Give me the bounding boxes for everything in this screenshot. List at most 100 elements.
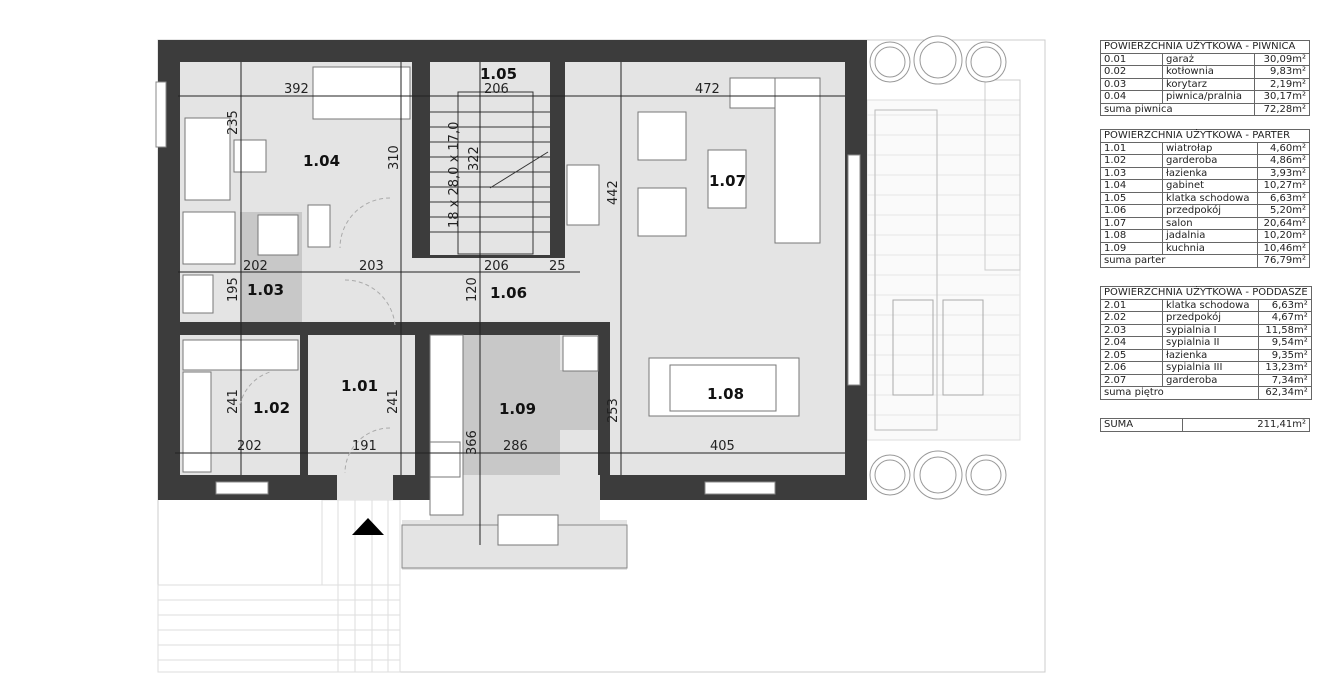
room-area: 4,67m² [1258,311,1312,325]
sum-value: 76,79m² [1257,254,1310,268]
sun-loungers [892,299,984,396]
room-area: 9,54m² [1258,336,1312,350]
sum-label: suma parter [1099,254,1259,268]
room-area: 9,35m² [1258,348,1312,362]
room-area: 10,20m² [1257,229,1310,243]
dim-label: 392 [284,82,309,97]
table-row: 1.07 salon 20,64m² [1100,216,1310,230]
room-number: 2.02 [1100,311,1163,325]
staircase [430,91,550,255]
dim-label: 18 x 28,0 x 17,0 [447,122,462,228]
table-row: 0.01 garaż 30,09m² [1100,52,1310,66]
room-number: 1.09 [1100,241,1163,255]
dim-label: 206 [484,82,509,97]
dim-label: 310 [387,145,402,170]
room-area: 20,64m² [1257,216,1310,230]
room-name: sypialnia III [1161,361,1260,375]
room-number: 1.08 [1100,229,1163,243]
room-number: 0.01 [1100,52,1163,66]
dim-label: 206 [484,259,509,274]
dim-label: 202 [237,439,262,454]
room-name: wiatrołap [1161,141,1259,155]
dim-label: 235 [226,110,241,135]
wall-1.02-1.01 [300,335,308,475]
area-table-basement: POWIERZCHNIA UŻYTKOWA - PIWNICA 0.01 gar… [1099,40,1310,116]
table-row: 2.03 sypialnia I 11,58m² [1100,323,1312,337]
room-number: 2.03 [1100,323,1163,337]
dim-label: 203 [359,259,384,274]
table-row: 0.04 piwnica/pralnia 30,17m² [1100,90,1310,104]
room-area: 13,23m² [1258,361,1312,375]
table-row: 0.02 kotłownia 9,83m² [1100,65,1310,79]
sum-value: 72,28m² [1254,102,1310,116]
room-name: kotłownia [1161,65,1256,79]
dim-label: 241 [226,389,241,414]
room-area: 11,58m² [1258,323,1312,337]
dim-label: 322 [467,146,482,171]
room-number: 2.04 [1100,336,1163,350]
room-name: jadalnia [1161,229,1259,243]
dim-label: 366 [465,430,480,455]
room-area: 3,93m² [1257,166,1310,180]
dimension-lines [175,62,845,545]
dim-label: 253 [606,398,621,423]
room-area: 10,27m² [1257,179,1310,193]
table-title: POWIERZCHNIA UŻYTKOWA - PODDASZE [1100,286,1312,300]
table-row: 2.06 sypialnia III 13,23m² [1100,361,1312,375]
room-label-1.09: 1.09 [499,400,536,418]
wall-1.05-1.07 [550,62,565,258]
room-name: sypialnia I [1161,323,1260,337]
dim-label: 202 [243,259,268,274]
table-row: 1.01 wiatrołap 4,60m² [1100,141,1310,155]
dim-label: 442 [606,180,621,205]
room-area: 6,63m² [1258,298,1312,312]
table-row: 1.03 łazienka 3,93m² [1100,166,1310,180]
room-number: 1.07 [1100,216,1163,230]
room-number: 1.02 [1100,154,1163,168]
room-label-1.08: 1.08 [707,385,744,403]
table-row: 1.05 klatka schodowa 6,63m² [1100,191,1310,205]
room-name: kuchnia [1161,241,1259,255]
room-name: klatka schodowa [1161,191,1259,205]
room-name: garaż [1161,52,1256,66]
furniture [182,66,821,546]
room-area: 4,86m² [1257,154,1310,168]
dim-label: 191 [352,439,377,454]
table-row: 2.02 przedpokój 4,67m² [1100,311,1312,325]
room-number: 1.01 [1100,141,1163,155]
table-row: 1.08 jadalnia 10,20m² [1100,229,1310,243]
area-table-attic: POWIERZCHNIA UŻYTKOWA - PODDASZE 2.01 kl… [1099,286,1312,400]
dim-label: 241 [386,389,401,414]
room-name: łazienka [1161,166,1259,180]
area-table-ground-floor: POWIERZCHNIA UŻYTKOWA - PARTER 1.01 wiat… [1099,129,1310,268]
room-name: łazienka [1161,348,1260,362]
dim-label: 472 [695,82,720,97]
room-name: przedpokój [1161,311,1260,325]
total-label: SUMA [1099,418,1184,432]
kitchen-floor [463,335,600,515]
room-label-1.01: 1.01 [341,377,378,395]
room-area: 5,20m² [1257,204,1310,218]
room-area: 9,83m² [1254,65,1310,79]
entry-door-opening [337,475,393,500]
table-row: 2.05 łazienka 9,35m² [1100,348,1312,362]
room-number: 1.05 [1100,191,1163,205]
room-number: 1.06 [1100,204,1163,218]
table-row: 1.02 garderoba 4,86m² [1100,154,1310,168]
room-label-1.06: 1.06 [490,284,527,302]
wall-1.04-1.05 [412,62,430,258]
room-number: 2.06 [1100,361,1163,375]
table-row: 1.09 kuchnia 10,46m² [1100,241,1310,255]
room-number: 2.01 [1100,298,1163,312]
room-area: 30,17m² [1254,90,1310,104]
room-area: 30,09m² [1254,52,1310,66]
dim-label: 195 [226,277,241,302]
table-row: 2.01 klatka schodowa 6,63m² [1100,298,1312,312]
room-name: piwnica/pralnia [1161,90,1256,104]
area-table-total: SUMA 211,41m² [1099,418,1310,432]
table-row: 0.03 korytarz 2,19m² [1100,77,1310,91]
room-name: salon [1161,216,1259,230]
table-row: 1.06 przedpokój 5,20m² [1100,204,1310,218]
entrance-arrow-icon [352,518,384,535]
room-area: 6,63m² [1257,191,1310,205]
